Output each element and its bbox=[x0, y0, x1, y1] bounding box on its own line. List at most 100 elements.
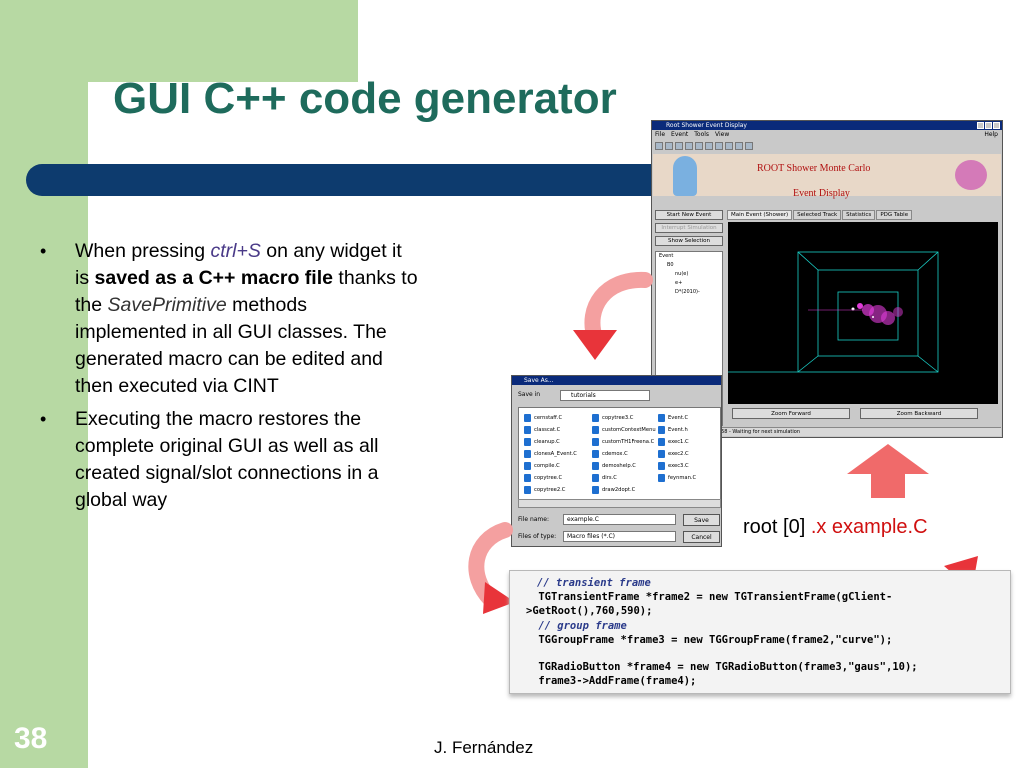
code-line: // transient frame bbox=[537, 577, 651, 589]
shower-canvas[interactable] bbox=[728, 222, 998, 404]
print-icon[interactable] bbox=[675, 142, 683, 150]
interrupt-simulation-button[interactable]: Interrupt Simulation bbox=[655, 223, 723, 233]
bullet-list: When pressing ctrl+S on any widget it is… bbox=[40, 238, 420, 520]
shower-plot bbox=[728, 251, 939, 373]
zoom-icon[interactable] bbox=[725, 142, 733, 150]
save-button[interactable]: Save bbox=[683, 514, 720, 526]
start-new-event-button[interactable]: Start New Event bbox=[655, 210, 723, 220]
arrow-icon bbox=[573, 271, 653, 360]
root-command: root [0] .x example.C bbox=[743, 516, 928, 538]
list-item[interactable]: exec1.C bbox=[657, 436, 723, 448]
file-list-scrollbar[interactable] bbox=[518, 499, 721, 508]
event-menubar: File Event Tools View Help bbox=[652, 130, 1002, 140]
event-toolbar bbox=[652, 140, 1002, 152]
cheshire-cat-image bbox=[955, 160, 987, 190]
code-line: // group frame bbox=[532, 619, 627, 632]
file-column-1: cernstaff.C classcat.C cleanup.C clonesA… bbox=[523, 412, 589, 496]
arrow-icon bbox=[847, 444, 929, 498]
help-icon[interactable] bbox=[745, 142, 753, 150]
zoom-backward-button[interactable]: Zoom Backward bbox=[860, 408, 978, 419]
slide-title: GUI C++ code generator bbox=[113, 74, 617, 123]
tab-pdg-table[interactable]: PDG Table bbox=[876, 210, 913, 220]
files-of-type-dropdown[interactable]: Macro files (*.C) bbox=[563, 531, 676, 542]
list-item[interactable]: copytree.C bbox=[523, 472, 589, 484]
list-item[interactable]: customTH1Freena.C bbox=[591, 436, 657, 448]
code-line: TGGroupFrame *frame3 = new TGGroupFrame(… bbox=[532, 633, 893, 646]
list-item[interactable]: cdemox.C bbox=[591, 448, 657, 460]
maximize-icon[interactable] bbox=[985, 122, 992, 129]
saveprimitive-text: SavePrimitive bbox=[107, 294, 227, 316]
event-status-bar: Done - Total particles : 2858 - Waiting … bbox=[653, 427, 1001, 436]
tab-statistics[interactable]: Statistics bbox=[842, 210, 876, 220]
title-underline-bar bbox=[26, 164, 666, 196]
menu-help[interactable]: Help bbox=[984, 131, 998, 138]
code-line: TGRadioButton *frame4 = new TGRadioButto… bbox=[532, 661, 918, 674]
code-line: >GetRoot(),760,590); bbox=[526, 605, 653, 618]
author-name: J. Fernández bbox=[434, 738, 534, 757]
event-control-panel: Start New Event Interrupt Simulation Sho… bbox=[655, 210, 723, 249]
rotate-icon[interactable] bbox=[735, 142, 743, 150]
settings-icon[interactable] bbox=[695, 142, 703, 150]
zoom-forward-button[interactable]: Zoom Forward bbox=[732, 408, 850, 419]
list-item[interactable]: cleanup.C bbox=[523, 436, 589, 448]
list-item[interactable]: exec2.C bbox=[657, 448, 723, 460]
tree-item[interactable]: nu(e) bbox=[675, 271, 689, 277]
file-name-input[interactable]: example.C bbox=[563, 514, 676, 525]
tab-main-event[interactable]: Main Event (Shower) bbox=[727, 210, 793, 220]
event-window-titlebar: Root Shower Event Display bbox=[652, 121, 1002, 130]
file-column-3: Event.C Event.h exec1.C exec2.C exec3.C … bbox=[657, 412, 723, 484]
menu-tools[interactable]: Tools bbox=[694, 131, 710, 138]
command-text: .x example.C bbox=[810, 516, 928, 538]
code-line: frame3->AddFrame(frame4); bbox=[532, 675, 697, 688]
tree-item[interactable]: B0 bbox=[667, 262, 674, 268]
event-tabs: Main Event (Shower) Selected Track Stati… bbox=[727, 210, 913, 220]
tree-item[interactable]: e+ bbox=[675, 280, 683, 286]
header-line-2: Event Display bbox=[793, 188, 850, 199]
list-item[interactable]: classcat.C bbox=[523, 424, 589, 436]
list-item[interactable]: compile.C bbox=[523, 460, 589, 472]
list-item[interactable]: dirs.C bbox=[591, 472, 657, 484]
cancel-button[interactable]: Cancel bbox=[683, 531, 720, 543]
show-selection-button[interactable]: Show Selection bbox=[655, 236, 723, 246]
file-list[interactable]: cernstaff.C classcat.C cleanup.C clonesA… bbox=[518, 407, 721, 502]
save-in-label: Save in bbox=[518, 391, 541, 398]
rounded-corner bbox=[88, 82, 208, 172]
list-item[interactable]: cernstaff.C bbox=[523, 412, 589, 424]
minimize-icon[interactable] bbox=[977, 122, 984, 129]
bullet-item-2: Executing the macro restores the complet… bbox=[40, 406, 420, 514]
list-item[interactable]: Event.C bbox=[657, 412, 723, 424]
list-item[interactable]: demoshelp.C bbox=[591, 460, 657, 472]
list-item[interactable]: draw2dopt.C bbox=[591, 484, 657, 496]
tab-selected-track[interactable]: Selected Track bbox=[793, 210, 842, 220]
list-item[interactable]: Event.h bbox=[657, 424, 723, 436]
menu-event[interactable]: Event bbox=[671, 131, 689, 138]
info-icon[interactable] bbox=[685, 142, 693, 150]
save-in-dropdown[interactable]: tutorials bbox=[560, 390, 650, 401]
tree-item[interactable]: D*(2010)- bbox=[675, 289, 700, 295]
list-item[interactable]: copytree3.C bbox=[591, 412, 657, 424]
image-icon[interactable] bbox=[705, 142, 713, 150]
saved-macro-text: saved as a C++ macro file bbox=[94, 267, 333, 289]
list-item[interactable]: copytree2.C bbox=[523, 484, 589, 496]
code-line: TGTransientFrame *frame2 = new TGTransie… bbox=[532, 591, 893, 604]
menu-file[interactable]: File bbox=[655, 131, 666, 138]
bullet-item-1: When pressing ctrl+S on any widget it is… bbox=[40, 238, 420, 400]
zoom-buttons: Zoom Forward Zoom Backward bbox=[732, 408, 978, 419]
file-column-2: copytree3.C customContextMenu customTH1F… bbox=[591, 412, 657, 496]
draw-icon[interactable] bbox=[715, 142, 723, 150]
open-icon[interactable] bbox=[655, 142, 663, 150]
close-icon[interactable] bbox=[993, 122, 1000, 129]
code-snippet: // transient frame TGTransientFrame *fra… bbox=[509, 570, 1011, 694]
list-item[interactable]: clonesA_Event.C bbox=[523, 448, 589, 460]
files-of-type-label: Files of type: bbox=[518, 533, 557, 540]
menu-view[interactable]: View bbox=[715, 131, 730, 138]
list-item[interactable]: exec3.C bbox=[657, 460, 723, 472]
list-item[interactable]: feynman.C bbox=[657, 472, 723, 484]
ctrl-s-text: ctrl+S bbox=[210, 240, 261, 262]
list-item[interactable]: customContextMenu bbox=[591, 424, 657, 436]
save-icon[interactable] bbox=[665, 142, 673, 150]
header-line-1: ROOT Shower Monte Carlo bbox=[757, 163, 871, 174]
page-number: 38 bbox=[14, 722, 48, 755]
alice-image bbox=[673, 156, 697, 196]
tree-item[interactable]: Event bbox=[659, 253, 674, 259]
